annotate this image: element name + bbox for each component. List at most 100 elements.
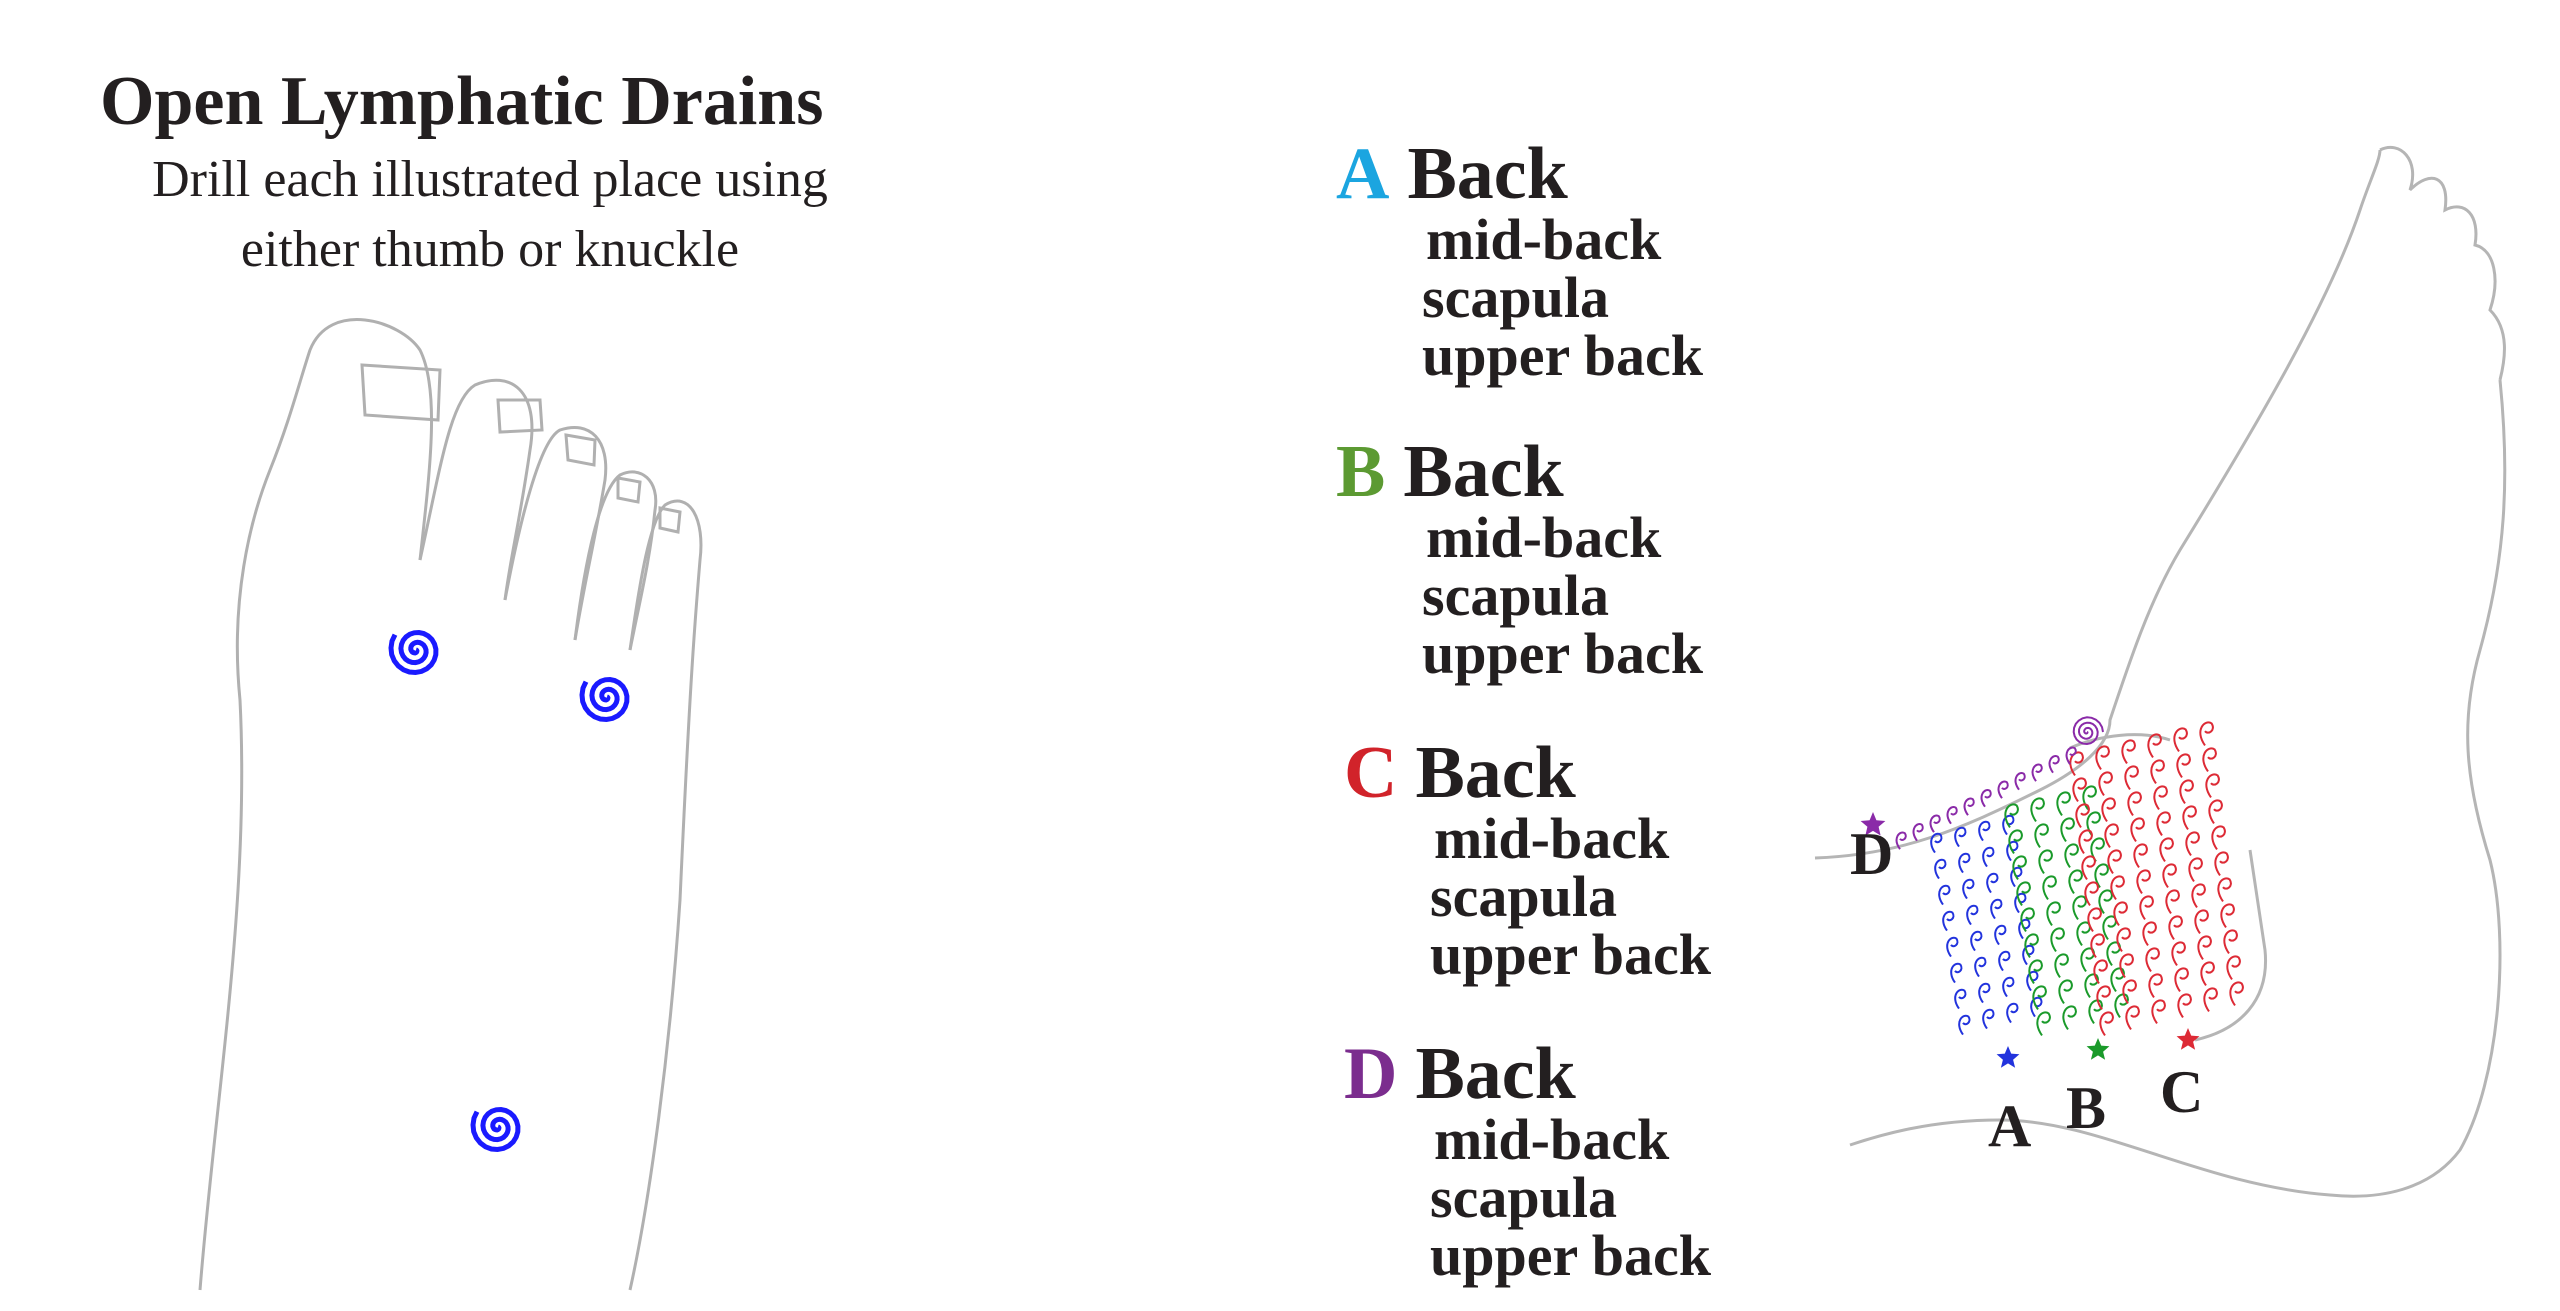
loop-mark [2086,811,2101,836]
star-icon-c [2176,1028,2200,1050]
loop-mark [2050,927,2065,952]
loop-mark [1946,806,1958,825]
legend-heading: Back [1415,1033,1576,1115]
legend-item: upper back [1422,621,1703,686]
loop-mark [2028,959,2043,984]
loop-mark [2094,863,2109,888]
loop-mark [2088,999,2103,1024]
loop-mark [2099,1011,2114,1036]
loop-mark [2068,869,2083,894]
loop-mark [1895,831,1907,850]
legend-item: scapula [1430,1165,1617,1230]
loop-mark [2076,921,2091,946]
loop-mark [1990,898,2003,920]
legend-item: upper back [1430,1223,1711,1288]
loop-mark [1997,780,2009,799]
loop-mark [2202,747,2217,772]
loop-mark [2199,721,2214,746]
loop-mark [2127,791,2142,816]
loop-mark [2098,771,2113,796]
loop-mark [1982,846,1995,868]
loop-mark [2156,811,2171,836]
loop-mark [2211,825,2226,850]
loop-mark [2133,843,2148,868]
loop-mark [2030,996,2043,1018]
loop-mark [2006,840,2019,862]
loop-mark [2054,953,2069,978]
loop-mark [1950,962,1963,984]
loop-mark [1963,797,1975,816]
loop-mark [2034,823,2049,848]
loop-mark [2214,851,2229,876]
spiral-icon [579,676,630,723]
loop-mark [1958,1014,1971,1036]
loop-mark [2032,985,2047,1010]
loop-mark [2058,979,2073,1004]
loop-mark [2048,755,2060,774]
loop-mark [2174,967,2189,992]
loop-mark [2223,929,2238,954]
diagram-label-c: C [2160,1059,2204,1125]
loop-mark [1978,820,1991,842]
loop-mark [1974,956,1987,978]
loop-mark [2147,733,2162,758]
loop-mark [2110,967,2125,992]
loop-mark [2024,933,2039,958]
loop-mark [2038,849,2053,874]
star-icon-d [1860,812,1886,836]
loop-mark [2022,944,2035,966]
loop-mark [2153,785,2168,810]
loop-mark [2176,753,2191,778]
loop-mark [2062,1005,2077,1030]
subtitle-line-1: Drill each illustrated place using [152,151,828,208]
loop-mark [2116,927,2131,952]
loop-mark [2136,869,2151,894]
loop-mark [2182,805,2197,830]
loop-mark [1929,814,1941,833]
loop-mark [2016,881,2031,906]
loop-mark [2075,803,2090,828]
page-title: Open Lymphatic Drains [100,63,824,140]
loop-mark [2072,777,2087,802]
spiral-markers [388,629,630,1153]
loop-mark [2098,889,2113,914]
loop-mark [2093,959,2108,984]
loop-mark [2012,855,2027,880]
loop-mark [1938,884,1951,906]
loop-mark [2046,901,2061,926]
loop-mark [2151,999,2166,1024]
loop-mark [2114,993,2129,1018]
loop-mark [2185,831,2200,856]
loop-mark [1962,878,1975,900]
loop-mark [1942,910,1955,932]
loop-mark [2060,817,2075,842]
spiral-icon [470,1106,521,1153]
loop-mark [1954,988,1967,1010]
loop-mark [1930,832,1943,854]
loop-mark [2145,947,2160,972]
loop-mark [1954,826,1967,848]
zone-stars [1860,812,2200,1068]
legend-heading: Back [1407,133,1568,215]
loop-mark [2014,772,2026,791]
loop-mark [2229,981,2244,1006]
loop-mark [2020,907,2035,932]
legend-heading: Back [1403,431,1564,513]
legend-letter-a: A [1336,133,1390,215]
loop-mark [2208,799,2223,824]
diagram-label-a: A [1988,1093,2032,1159]
spiral-icon [2072,716,2104,746]
loop-mark [2107,849,2122,874]
loop-mark [2217,877,2232,902]
loop-mark [1958,852,1971,874]
loop-mark [2148,973,2163,998]
loop-mark [2139,895,2154,920]
loop-mark [2006,1002,2019,1024]
loop-mark [2084,881,2099,906]
loop-mark [2064,843,2079,868]
loop-mark [2095,745,2110,770]
loop-mark [2102,915,2117,940]
